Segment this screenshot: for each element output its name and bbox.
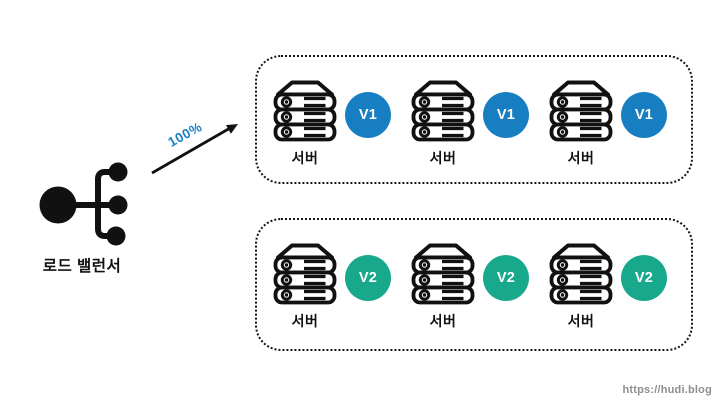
server-stack-icon <box>549 79 613 143</box>
server-label: 서버 <box>567 313 595 329</box>
version-badge-v2: V2 <box>345 255 391 301</box>
server-unit: 서버 <box>411 79 475 168</box>
server-label: 서버 <box>567 150 595 166</box>
version-badge-v1: V1 <box>621 92 667 138</box>
server-unit: 서버 <box>273 242 337 331</box>
server-unit: 서버 <box>549 79 613 168</box>
load-balancer-label: 로드 밸런서 <box>42 258 122 275</box>
server-stack-icon <box>273 242 337 306</box>
v2-server-group: 서버 V2 서버 V2 서버 V2 <box>255 218 693 351</box>
server-label: 서버 <box>429 150 457 166</box>
server-unit: 서버 <box>549 242 613 331</box>
v1-server-group: 서버 V1 서버 V1 서버 V1 <box>255 55 693 184</box>
server-label: 서버 <box>429 313 457 329</box>
server-unit: 서버 <box>411 242 475 331</box>
server-stack-icon <box>411 242 475 306</box>
server-label: 서버 <box>291 313 319 329</box>
version-badge-v1: V1 <box>483 92 529 138</box>
server-stack-icon <box>549 242 613 306</box>
server-label: 서버 <box>291 150 319 166</box>
load-balancer-icon <box>39 162 128 246</box>
server-unit: 서버 <box>273 79 337 168</box>
server-stack-icon <box>411 79 475 143</box>
version-badge-v1: V1 <box>345 92 391 138</box>
version-badge-v2: V2 <box>483 255 529 301</box>
server-stack-icon <box>273 79 337 143</box>
watermark-url: https://hudi.blog <box>622 384 712 396</box>
traffic-arrow-icon <box>151 124 238 175</box>
version-badge-v2: V2 <box>621 255 667 301</box>
